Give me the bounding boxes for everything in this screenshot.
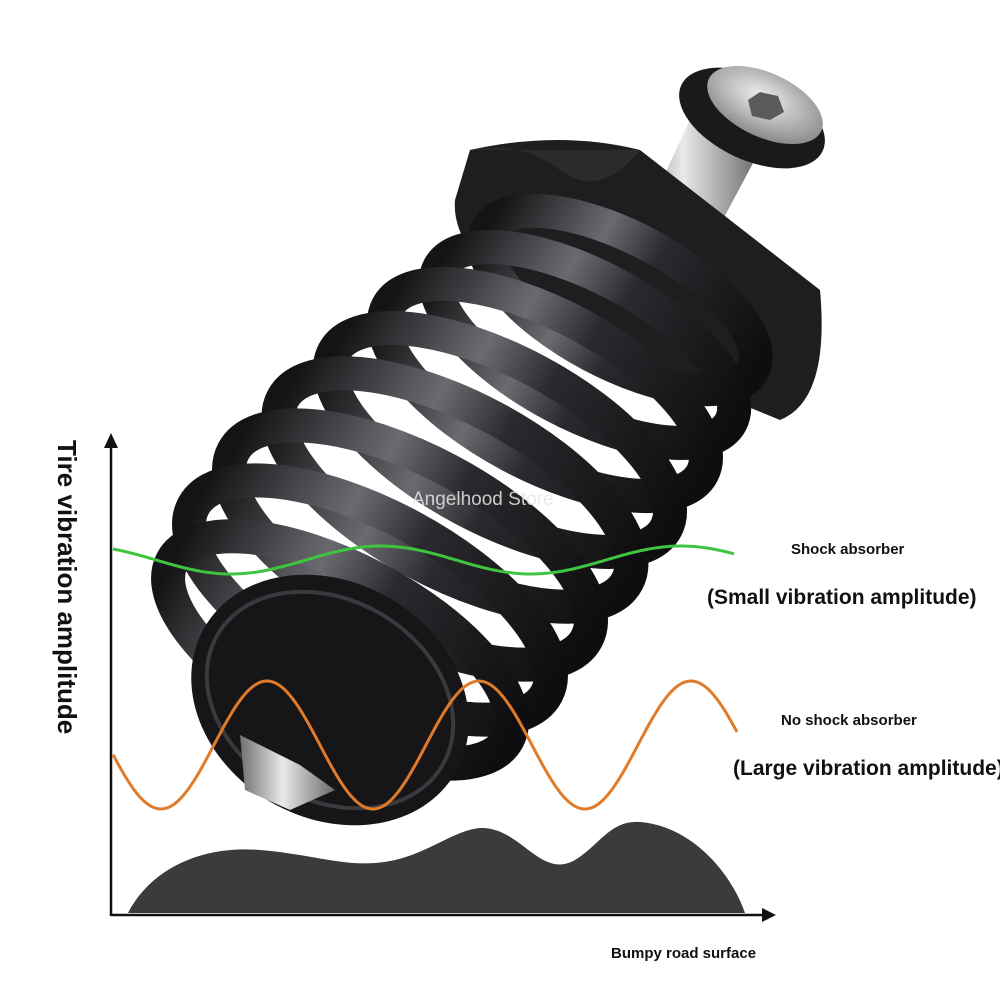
shock-absorber-sublabel: (Small vibration amplitude) xyxy=(707,586,977,609)
coil-ring xyxy=(367,266,723,514)
coil-ring xyxy=(467,193,773,407)
shock-absorber-illustration xyxy=(151,65,825,826)
coil-spring xyxy=(151,193,773,781)
shock-absorber-label: Shock absorber xyxy=(791,541,905,558)
no-shock-absorber-wave xyxy=(111,679,739,811)
coil-ring xyxy=(261,356,649,624)
y-axis-label-text: Tire vibration amplitude xyxy=(52,440,82,735)
no-shock-absorber-label: No shock absorber xyxy=(781,712,917,729)
axes xyxy=(104,433,776,922)
no-shock-absorber-sublabel: (Large vibration amplitude) xyxy=(733,757,1000,780)
bottom-body xyxy=(191,574,469,826)
shock-absorber-wave xyxy=(112,544,735,576)
watermark: Angelhood Store xyxy=(412,489,554,510)
x-axis-label: Bumpy road surface xyxy=(611,945,757,962)
y-axis-label: Tire vibration amplitude xyxy=(48,440,88,734)
coil-ring xyxy=(313,311,687,569)
bumpy-road-surface xyxy=(128,821,745,913)
